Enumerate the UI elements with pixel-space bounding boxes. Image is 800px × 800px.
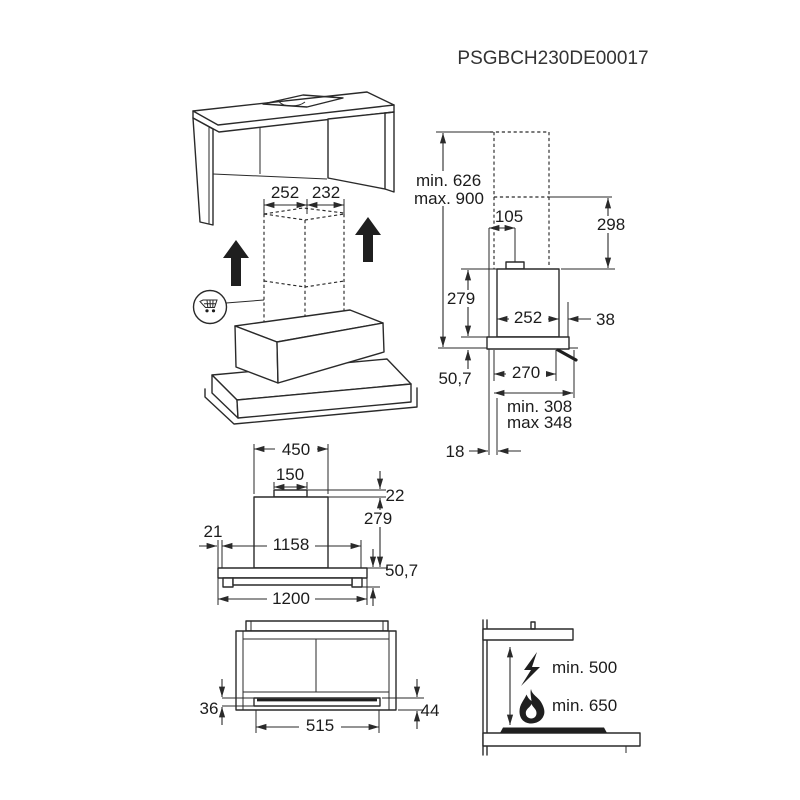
hood-housing-front <box>253 496 329 569</box>
hood-body-drawing <box>204 309 418 425</box>
counter <box>482 732 641 747</box>
dim-wall-gap: 18 <box>446 442 465 461</box>
dim-body-depth: 252 <box>514 308 542 327</box>
dim-side-offset: 21 <box>204 522 223 541</box>
filter-panels <box>242 631 390 710</box>
duct-stub-front <box>273 489 308 498</box>
cabinet-drawing <box>192 91 395 226</box>
cutout-dimensions: 252 232 <box>263 183 345 214</box>
arrow-up-icon-left <box>223 240 249 286</box>
plate-foot-right <box>351 577 363 588</box>
front-dimensions-view: 450 150 22 279 21 1158 50,7 1200 <box>199 440 418 733</box>
plate-foot-left <box>222 577 234 588</box>
cabinet-interior-lines <box>212 128 328 180</box>
dim-duct-offset: 105 <box>495 207 523 226</box>
isometric-cabinet-view: 252 232 <box>192 91 418 425</box>
dim-total-depth-min: min. 308 <box>507 397 572 416</box>
cabinet-right-panel <box>327 112 386 190</box>
clearance-gas: min. 650 <box>552 696 617 715</box>
dim-cutout-width: 252 <box>271 183 299 202</box>
plate-lower-strip <box>232 577 353 586</box>
duct-stub-side <box>505 261 525 270</box>
lightning-bolt-icon <box>521 652 540 686</box>
trim-flange <box>204 387 418 425</box>
dim-front-edge: 38 <box>596 310 615 329</box>
hood-body-side <box>496 268 560 338</box>
arrow-up-icon-right <box>355 217 381 262</box>
bottom-view: 36 44 515 <box>200 620 440 735</box>
visor-handle <box>556 348 578 362</box>
dim-housing-height: 279 <box>364 509 392 528</box>
dim-duct-width: 150 <box>276 465 304 484</box>
dim-cutout-depth: 232 <box>312 183 340 202</box>
cooktop-strip <box>500 727 607 733</box>
dim-duct-height: 22 <box>386 486 405 505</box>
hood-visor-side <box>486 336 570 350</box>
rear-bar <box>245 620 389 632</box>
dashed-duct-channel <box>490 131 550 269</box>
cabinet-right-panel-edge <box>384 111 395 193</box>
dim-total-width: 1200 <box>272 589 310 608</box>
dim-total-depth-max: max 348 <box>507 413 572 432</box>
cart-icon <box>192 289 265 325</box>
dim-body-height-side: 279 <box>447 289 475 308</box>
hood-plate-front <box>217 567 368 579</box>
flame-icon <box>519 689 545 724</box>
cabinet-left-panel <box>192 117 214 226</box>
dim-housing-width: 450 <box>282 440 310 459</box>
dim-visor-height-front: 50,7 <box>385 561 418 580</box>
dim-bar-height: 36 <box>200 699 219 718</box>
dashed-chimney <box>263 207 345 336</box>
shelf-tick <box>530 621 536 630</box>
dim-install-min: min. 626 <box>416 171 481 190</box>
visor-bar <box>253 697 381 707</box>
cabinet-cutout-notch <box>278 101 306 107</box>
dim-bottom-depth: 270 <box>512 363 540 382</box>
page-title: PSGBCH230DE00017 <box>457 48 648 69</box>
dim-filter-width: 515 <box>306 716 334 735</box>
dim-edge-height: 44 <box>421 701 440 720</box>
dim-visor-height-side: 50,7 <box>438 369 471 388</box>
cabinet-top-edge <box>192 104 395 133</box>
plinth-side <box>236 383 412 419</box>
clearance-view: min. 500 min. 650 <box>482 619 641 756</box>
side-installation-view: min. 626 max. 900 105 298 279 252 38 50,… <box>413 131 627 461</box>
dim-chimney-height: 298 <box>597 215 625 234</box>
dim-inner-width: 1158 <box>273 535 310 554</box>
dim-install-max: max. 900 <box>414 189 484 208</box>
hood-shelf <box>482 628 574 641</box>
clearance-electric: min. 500 <box>552 658 617 677</box>
hood-side-face <box>276 322 385 384</box>
